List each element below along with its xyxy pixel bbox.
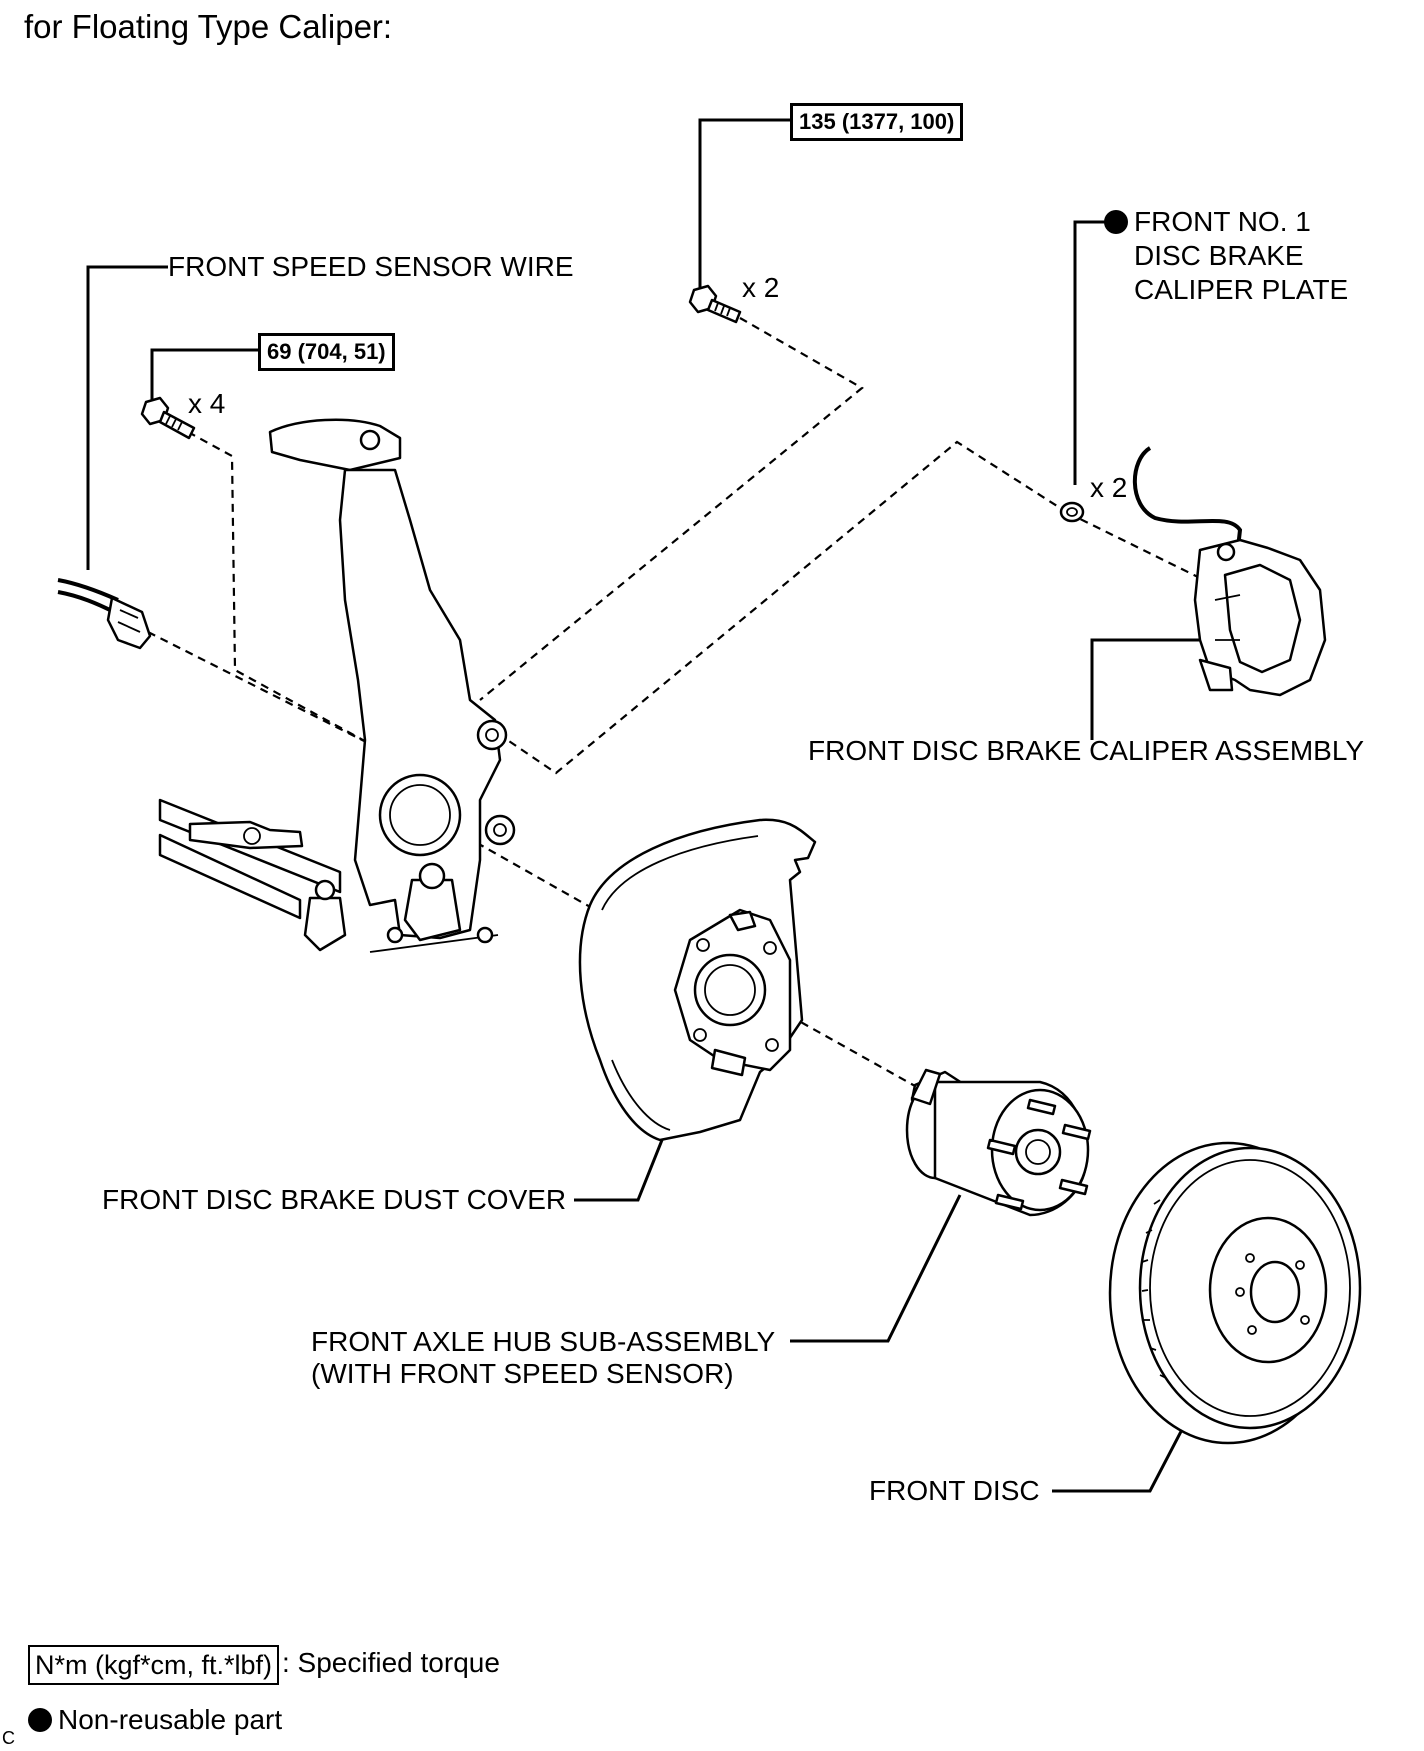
leader-lines [86, 118, 1222, 1493]
label-front-disc: FRONT DISC [869, 1475, 1040, 1506]
caliper-plate-nut-icon [1059, 501, 1085, 523]
hub-bolt-icon [688, 284, 742, 324]
corner-mark: C [2, 1728, 15, 1748]
legend-non-reusable-dot-icon [28, 1708, 52, 1732]
torque-spec-hub-bolt: 135 (1377, 100) [790, 103, 964, 141]
label-caliper-assembly: FRONT DISC BRAKE CALIPER ASSEMBLY [808, 735, 1365, 766]
label-caliper-plate-line3: CALIPER PLATE [1134, 274, 1349, 305]
knuckle-bolt-icon [140, 396, 196, 440]
label-axle-hub-line2: (WITH FRONT SPEED SENSOR) [311, 1358, 734, 1389]
knuckle-bolt-quantity: x 4 [188, 388, 226, 419]
label-dust-cover: FRONT DISC BRAKE DUST COVER [102, 1184, 567, 1215]
hub-bolt-quantity: x 2 [742, 272, 780, 303]
label-caliper-plate-line2: DISC BRAKE [1134, 240, 1304, 271]
torque-spec-knuckle-bolt: 69 (704, 51) [258, 333, 395, 371]
front-disc-icon [1108, 1141, 1362, 1445]
speed-sensor-wire-icon [57, 578, 152, 650]
label-caliper-plate-line1: FRONT NO. 1 [1134, 206, 1311, 237]
label-axle-hub-line1: FRONT AXLE HUB SUB-ASSEMBLY [311, 1326, 776, 1357]
axle-hub-icon [905, 1068, 1092, 1217]
caliper-plate-quantity: x 2 [1090, 472, 1128, 503]
caliper-assembly-icon [1132, 446, 1327, 697]
legend-torque-description: : Specified torque [282, 1647, 500, 1678]
legend-non-reusable-text: Non-reusable part [58, 1704, 283, 1735]
non-reusable-dot-icon [1104, 210, 1128, 234]
page-title: for Floating Type Caliper: [24, 8, 393, 45]
legend-torque-units: N*m (kgf*cm, ft.*lbf) [28, 1645, 280, 1685]
label-speed-sensor-wire: FRONT SPEED SENSOR WIRE [168, 251, 574, 282]
dust-cover-icon [578, 818, 817, 1142]
steering-knuckle-icon [158, 418, 516, 953]
